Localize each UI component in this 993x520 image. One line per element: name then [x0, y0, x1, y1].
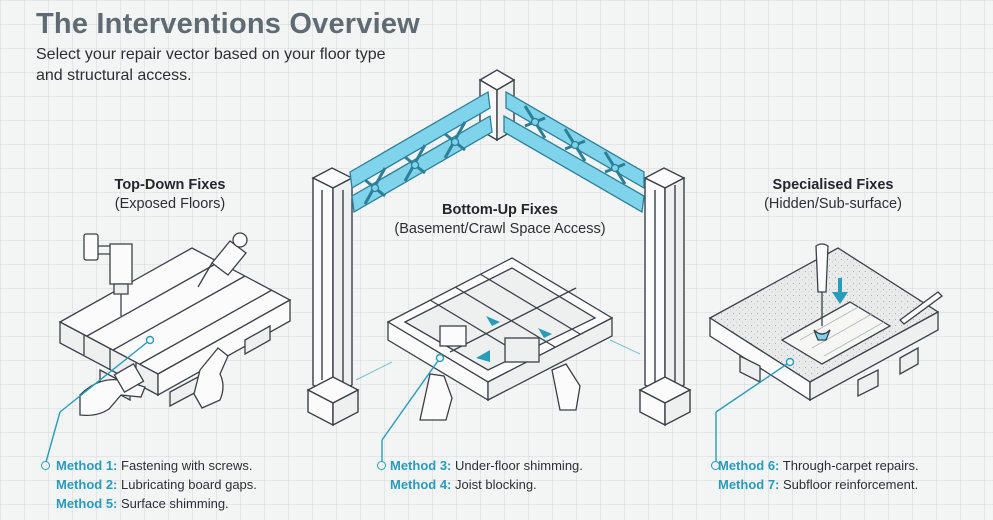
- section-title: Bottom-Up Fixes: [442, 202, 558, 218]
- method-label: Method 1:: [56, 458, 118, 473]
- method-description: Subfloor reinforcement.: [783, 477, 919, 492]
- hand-icon: [419, 363, 581, 421]
- section-subtitle: (Hidden/Sub-surface): [764, 196, 902, 212]
- method-item: Method 6: Through-carpet repairs.: [718, 456, 919, 475]
- bottom-up-callout: [381, 353, 445, 462]
- method-label: Method 6:: [718, 458, 780, 473]
- drill-icon: [83, 233, 133, 316]
- page-title: The Interventions Overview: [36, 8, 420, 40]
- method-label: Method 7:: [718, 477, 780, 492]
- bottom-up-arrows: [476, 316, 552, 362]
- pry-tool-icon: [899, 291, 943, 325]
- glue-bottle-icon: [197, 232, 248, 288]
- method-label: Method 4:: [390, 477, 452, 492]
- left-truss: [349, 90, 493, 214]
- method-label: Method 2:: [56, 477, 118, 492]
- method-description: Lubricating board gaps.: [121, 477, 257, 492]
- method-description: Joist blocking.: [455, 477, 537, 492]
- callout-dot: [377, 461, 386, 470]
- section-heading-top-down: Top-Down Fixes (Exposed Floors): [80, 176, 260, 214]
- screwdriver-icon: [813, 243, 831, 341]
- method-list-bottom-up: Method 3: Under-floor shimming. Method 4…: [390, 456, 583, 494]
- method-description: Through-carpet repairs.: [782, 458, 919, 473]
- section-heading-specialised: Specialised Fixes (Hidden/Sub-surface): [733, 176, 933, 214]
- method-item: Method 5: Surface shimming.: [56, 494, 257, 513]
- top-down-floor: [58, 247, 292, 408]
- callout-dot: [711, 461, 720, 470]
- top-down-callout: [45, 335, 155, 463]
- section-heading-bottom-up: Bottom-Up Fixes (Basement/Crawl Space Ac…: [370, 201, 630, 239]
- right-truss: [503, 90, 645, 214]
- method-item: Method 1: Fastening with screws.: [56, 456, 257, 475]
- left-pillar: [306, 167, 360, 427]
- down-arrow-icon: [832, 278, 848, 304]
- method-list-specialised: Method 6: Through-carpet repairs. Method…: [718, 456, 919, 494]
- method-item: Method 4: Joist blocking.: [390, 475, 583, 494]
- section-subtitle: (Basement/Crawl Space Access): [394, 221, 606, 237]
- method-description: Surface shimming.: [121, 496, 229, 511]
- method-item: Method 7: Subfloor reinforcement.: [718, 475, 919, 494]
- method-label: Method 5:: [56, 496, 118, 511]
- specialised-callout: [715, 357, 795, 462]
- method-description: Under-floor shimming.: [455, 458, 583, 473]
- guide-lines: [355, 339, 641, 381]
- section-title: Specialised Fixes: [772, 177, 894, 193]
- page-subtitle: Select your repair vector based on your …: [36, 46, 386, 84]
- method-item: Method 2: Lubricating board gaps.: [56, 475, 257, 494]
- section-title: Top-Down Fixes: [114, 177, 226, 193]
- method-description: Fastening with screws.: [121, 458, 253, 473]
- specialised-floor: [708, 247, 940, 402]
- bottom-up-frame: [386, 257, 614, 402]
- method-list-top-down: Method 1: Fastening with screws. Method …: [56, 456, 257, 513]
- section-subtitle: (Exposed Floors): [114, 196, 226, 212]
- method-label: Method 3:: [390, 458, 452, 473]
- callout-dot: [41, 461, 50, 470]
- method-item: Method 3: Under-floor shimming.: [390, 456, 583, 475]
- right-pillar: [638, 167, 692, 427]
- hand-icon: [79, 347, 229, 417]
